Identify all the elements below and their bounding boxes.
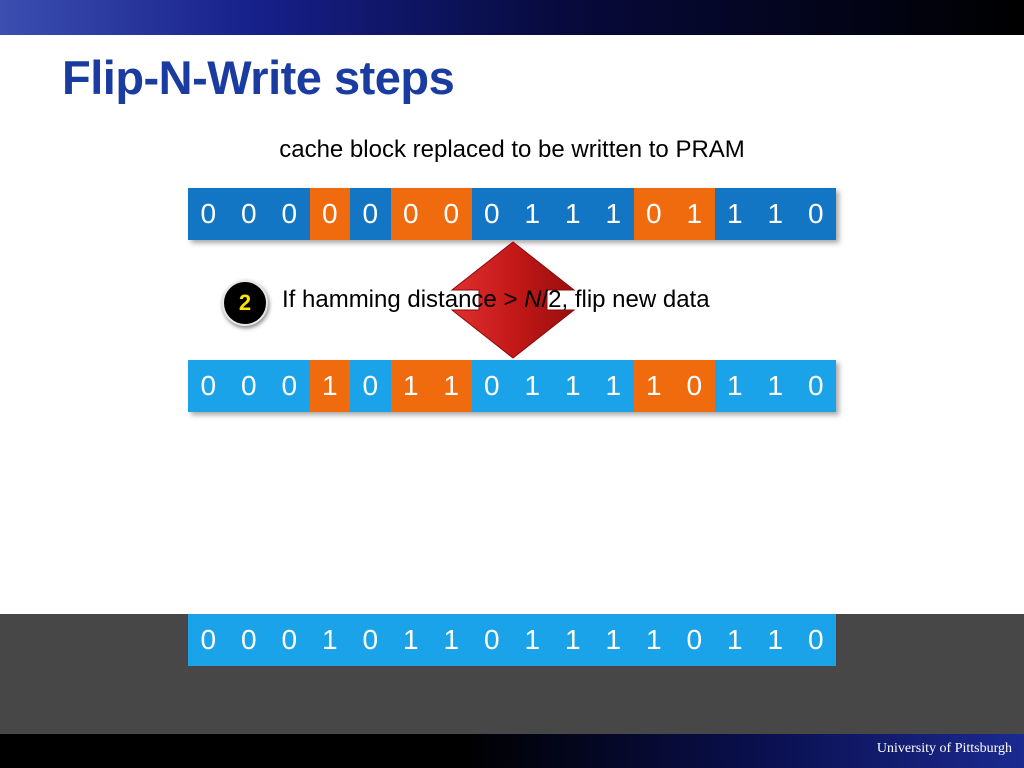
bit-cell: 1 [512, 360, 553, 412]
bit-cell: 1 [552, 188, 593, 240]
footer-band [0, 734, 1024, 768]
bit-cell: 0 [471, 188, 512, 240]
bit-cell: 1 [390, 360, 431, 412]
bit-cell: 1 [431, 360, 472, 412]
double-headed-vertical-arrow-icon [450, 241, 576, 359]
bit-cell: 1 [552, 614, 593, 666]
bit-cell: 1 [714, 188, 755, 240]
condition-variable: N [524, 286, 542, 313]
bit-cell: 1 [593, 188, 634, 240]
footer-institution: University of Pittsburgh [876, 741, 1012, 756]
bit-cell: 0 [471, 614, 512, 666]
bit-cell: 1 [512, 188, 553, 240]
bit-cell: 0 [350, 188, 391, 240]
bit-cell: 0 [350, 614, 391, 666]
bit-cell: 0 [390, 188, 431, 240]
bit-cell: 0 [674, 360, 715, 412]
slide-caption: cache block replaced to be written to PR… [279, 136, 745, 163]
bit-cell: 1 [512, 614, 553, 666]
step-number-badge: 2 [222, 280, 268, 326]
bit-cell: 0 [471, 360, 512, 412]
bit-cell: 1 [431, 614, 472, 666]
bit-cell: 1 [309, 360, 350, 412]
bit-cell: 1 [714, 614, 755, 666]
condition-text-start: If hamming distance > [282, 286, 525, 313]
bit-cell: 0 [269, 614, 310, 666]
header-band [0, 0, 1024, 35]
arrow-shape [450, 241, 576, 359]
bit-cell: 1 [674, 188, 715, 240]
bit-cell: 1 [552, 360, 593, 412]
bit-cell: 1 [755, 614, 796, 666]
bit-cell: 0 [269, 360, 310, 412]
bit-cell: 0 [188, 360, 229, 412]
bit-cell: 1 [593, 614, 634, 666]
bit-cell: 0 [633, 188, 674, 240]
bit-cell: 0 [350, 360, 391, 412]
bit-cell: 0 [228, 614, 269, 666]
bit-cell: 1 [633, 360, 674, 412]
bit-cell: 1 [714, 360, 755, 412]
bit-cell: 1 [390, 614, 431, 666]
bit-cell: 0 [431, 188, 472, 240]
condition-text-end: /2, flip new data [541, 286, 710, 313]
bit-cell: 0 [795, 360, 836, 412]
bit-cell: 0 [795, 614, 836, 666]
bit-cell: 0 [228, 188, 269, 240]
slide-title: Flip-N-Write steps [62, 51, 455, 104]
step-condition-text: If hamming distance > N/2, flip new data [282, 286, 710, 314]
bit-cell: 1 [755, 360, 796, 412]
bit-cell: 0 [188, 614, 229, 666]
bit-cell: 0 [188, 188, 229, 240]
bit-cell: 0 [269, 188, 310, 240]
bit-cell: 1 [633, 614, 674, 666]
bit-cell: 0 [674, 614, 715, 666]
bit-cell: 1 [593, 360, 634, 412]
bit-cell: 1 [309, 614, 350, 666]
bit-cell: 1 [755, 188, 796, 240]
bit-cell: 0 [309, 188, 350, 240]
bit-cell: 0 [795, 188, 836, 240]
bit-cell: 0 [228, 360, 269, 412]
